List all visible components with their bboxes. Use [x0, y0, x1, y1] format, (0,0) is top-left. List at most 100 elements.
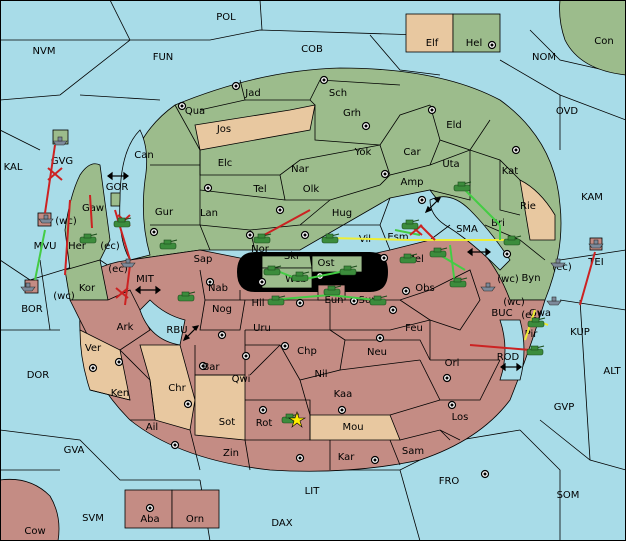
label-ec2: (ec): [108, 264, 128, 275]
coast-labels: (wc)(ec)(ec)(wc)(wc)(ec)(wc)(ec): [53, 216, 572, 321]
supply-center-dot: [201, 364, 205, 368]
region-elf[interactable]: [405, 13, 454, 53]
label-wc1: (wc): [55, 216, 77, 227]
supply-center-dot: [378, 336, 382, 340]
label-kat: Kat: [502, 166, 519, 177]
supply-center-dot: [278, 208, 282, 212]
supply-center-dot: [91, 366, 95, 370]
label-dor: DOR: [27, 370, 50, 381]
label-byn: Byn: [521, 273, 540, 284]
supply-centers: [88, 40, 521, 513]
label-uru: Uru: [253, 323, 271, 334]
supply-center-dot: [298, 456, 302, 460]
label-orn: Orn: [186, 514, 204, 525]
region-jos-shape[interactable]: [194, 104, 316, 151]
supply-center-dot: [382, 256, 386, 260]
label-ver: Ver: [85, 343, 102, 354]
army-unit-icon[interactable]: [453, 181, 472, 192]
supply-center-dot: [420, 198, 424, 202]
army-unit-icon[interactable]: [527, 317, 546, 328]
army-unit-icon[interactable]: [449, 277, 468, 288]
label-lan: Lan: [200, 208, 218, 219]
region-con[interactable]: [559, 0, 626, 76]
supply-center-dot: [283, 344, 287, 348]
label-jos: Jos: [216, 124, 231, 135]
supply-center-dot: [173, 443, 177, 447]
label-car: Car: [403, 147, 421, 158]
label-jad: Jad: [244, 88, 260, 99]
army-unit-icon[interactable]: [253, 233, 272, 244]
army-unit-icon[interactable]: [159, 239, 178, 250]
label-pir: Pir: [525, 329, 539, 340]
fleet-unit-icon[interactable]: [120, 258, 136, 268]
label-nil: Nil: [314, 369, 327, 380]
army-unit-icon[interactable]: [291, 271, 310, 282]
units: [20, 136, 604, 424]
label-rbu: RBU: [166, 325, 187, 336]
supply-center-dot: [373, 458, 377, 462]
army-unit-icon[interactable]: [113, 217, 132, 228]
label-fro: FRO: [439, 476, 460, 487]
supply-center-dot: [383, 172, 387, 176]
label-zin: Zin: [223, 448, 239, 459]
fleet-unit-icon[interactable]: [480, 282, 496, 292]
label-orl: Orl: [445, 358, 460, 369]
army-unit-icon[interactable]: [177, 291, 196, 302]
fleet-unit-icon[interactable]: [546, 296, 562, 306]
label-kar: Kar: [338, 452, 356, 463]
army-unit-icon[interactable]: [503, 235, 522, 246]
army-unit-icon[interactable]: [339, 265, 358, 276]
region-orn[interactable]: [171, 489, 220, 529]
army-unit-icon[interactable]: [526, 345, 545, 356]
fleet-unit-icon[interactable]: [550, 258, 566, 268]
label-buc: BUC: [491, 308, 512, 319]
label-gvg: GVG: [51, 156, 73, 167]
supply-center-dot: [248, 233, 252, 237]
label-elc: Elc: [218, 158, 233, 169]
label-ail: Ail: [146, 422, 158, 433]
label-her: Her: [68, 241, 87, 252]
label-mit: MIT: [136, 274, 155, 285]
army-unit-icon[interactable]: [369, 295, 388, 306]
label-ec1: (ec): [100, 241, 120, 252]
supply-center-dot: [234, 84, 238, 88]
label-mvu: MVU: [34, 241, 57, 252]
supply-center-dot: [186, 402, 190, 406]
supply-center-dot: [514, 148, 518, 152]
supply-center-dot: [391, 308, 395, 312]
supply-center-dot: [180, 104, 184, 108]
label-lit: LIT: [305, 486, 321, 497]
army-unit-icon[interactable]: [429, 247, 448, 258]
label-nar: Nar: [291, 164, 310, 175]
label-qwi: Qwi: [232, 374, 251, 385]
fleet-unit-icon[interactable]: [52, 136, 68, 146]
supply-center-dot: [430, 108, 434, 112]
supply-center-dot: [505, 252, 509, 256]
label-sma: SMA: [456, 224, 478, 235]
fleet-unit-icon[interactable]: [38, 214, 54, 224]
label-gaw: Gaw: [82, 203, 104, 214]
label-kor: Kor: [79, 283, 96, 294]
region-cow[interactable]: [0, 478, 60, 541]
label-rot: Rot: [256, 418, 273, 429]
label-sap: Sap: [194, 254, 213, 265]
army-unit-icon[interactable]: [267, 295, 286, 306]
army-unit-icon[interactable]: [321, 233, 340, 244]
label-eun: Eun: [325, 295, 344, 306]
label-kal: KAL: [4, 162, 23, 173]
army-unit-icon[interactable]: [399, 253, 418, 264]
fleet-unit-icon[interactable]: [588, 239, 604, 249]
label-bor: BOR: [21, 304, 43, 315]
region-rie-shape[interactable]: [519, 179, 556, 241]
army-unit-icon[interactable]: [323, 285, 342, 296]
supply-center-dot: [445, 376, 449, 380]
label-cow: Cow: [24, 526, 45, 537]
label-sot: Sot: [219, 417, 235, 428]
army-unit-icon[interactable]: [401, 219, 420, 230]
fleet-unit-icon[interactable]: [20, 282, 36, 292]
inland-sea-rbu: [139, 299, 186, 346]
supply-center-dot: [220, 333, 224, 337]
army-unit-icon[interactable]: [79, 233, 98, 244]
army-unit-icon[interactable]: [263, 265, 282, 276]
